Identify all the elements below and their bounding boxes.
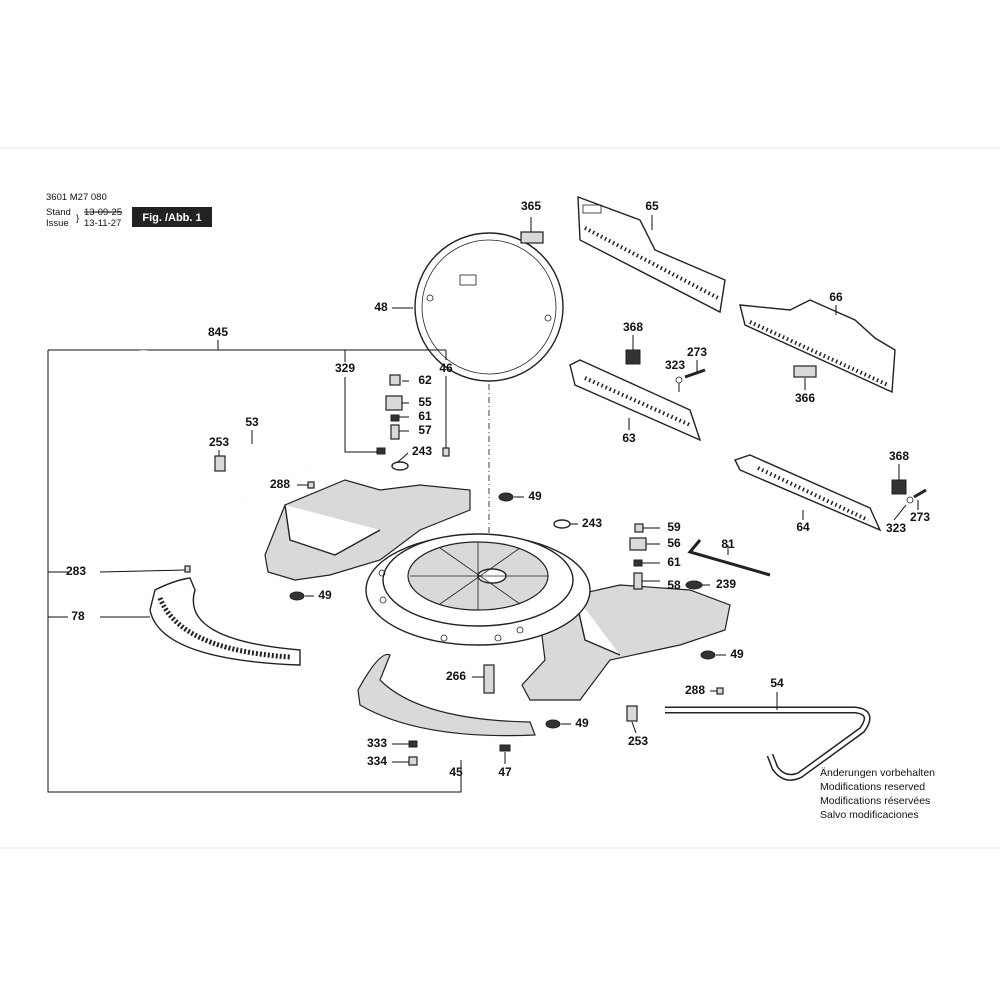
base-table <box>264 479 731 701</box>
callout-323: 323 <box>665 358 685 372</box>
fence-part-65 <box>577 195 726 314</box>
callout-253: 253 <box>209 435 229 449</box>
stand-label: Stand <box>46 207 71 218</box>
callout-333: 333 <box>367 736 387 750</box>
callout-288: 288 <box>685 683 705 697</box>
fence-part-63 <box>569 359 702 442</box>
callout-45: 45 <box>449 765 463 779</box>
callout-61: 61 <box>418 409 432 423</box>
fence-part-66 <box>739 299 896 394</box>
note-line-de: Änderungen vorbehalten <box>820 767 935 779</box>
callout-65: 65 <box>645 199 659 213</box>
callout-253: 253 <box>628 734 648 748</box>
callout-323: 323 <box>886 521 906 535</box>
note-line-es: Salvo modificaciones <box>820 809 919 821</box>
hardware-parts <box>184 231 927 766</box>
callout-64: 64 <box>796 520 810 534</box>
callout-334: 334 <box>367 754 387 768</box>
issue-label: Issue <box>46 218 69 229</box>
callout-283: 283 <box>66 564 86 578</box>
note-line-fr: Modifications réservées <box>820 795 930 807</box>
header-block: 3601 M27 080 Stand Issue } 13-09-25 13-1… <box>46 192 212 229</box>
callout-845: 845 <box>208 325 228 339</box>
callout-273: 273 <box>910 510 930 524</box>
callout-53: 53 <box>245 415 259 429</box>
callout-55: 55 <box>418 395 432 409</box>
callout-366: 366 <box>795 391 815 405</box>
callout-243: 243 <box>582 516 602 530</box>
allen-key-part-81 <box>687 539 771 577</box>
callout-62: 62 <box>418 373 432 387</box>
callout-56: 56 <box>667 536 681 550</box>
assembly-frame-845 <box>47 340 462 793</box>
callout-329: 329 <box>335 361 355 375</box>
callout-49: 49 <box>318 588 332 602</box>
ring-part-48 <box>414 232 564 382</box>
fence-part-64 <box>734 454 882 532</box>
segment-part-45 <box>357 653 536 737</box>
callout-59: 59 <box>667 520 681 534</box>
slide-bar-part-54 <box>665 706 871 781</box>
callout-239: 239 <box>716 577 736 591</box>
part-number: 3601 M27 080 <box>46 192 107 203</box>
callout-273: 273 <box>687 345 707 359</box>
figure-label: Fig. /Abb. 1 <box>142 212 201 224</box>
callout-63: 63 <box>622 431 636 445</box>
modification-note: Änderungen vorbehalten Modifications res… <box>820 767 935 821</box>
callout-57: 57 <box>418 423 432 437</box>
callout-47: 47 <box>498 765 512 779</box>
callout-49: 49 <box>730 647 744 661</box>
callout-49: 49 <box>575 716 589 730</box>
figure-label-box <box>132 207 212 227</box>
callout-61: 61 <box>667 555 681 569</box>
callout-49: 49 <box>528 489 542 503</box>
callout-243: 243 <box>412 444 432 458</box>
callout-368: 368 <box>623 320 643 334</box>
callout-365: 365 <box>521 199 541 213</box>
callout-46: 46 <box>439 361 453 375</box>
callout-54: 54 <box>770 676 784 690</box>
callout-288: 288 <box>270 477 290 491</box>
miter-scale-part-78 <box>149 577 301 666</box>
slide-bar-part-53 <box>56 350 309 502</box>
callout-66: 66 <box>829 290 843 304</box>
leader-lines <box>48 215 919 764</box>
note-line-en: Modifications reserved <box>820 781 925 793</box>
callout-368: 368 <box>889 449 909 463</box>
stand-date: 13-09-25 <box>84 207 122 218</box>
brace-glyph: } <box>76 213 79 224</box>
callout-81: 81 <box>721 537 735 551</box>
callout-58: 58 <box>667 578 681 592</box>
callout-78: 78 <box>71 609 85 623</box>
callout-266: 266 <box>446 669 466 683</box>
callout-48: 48 <box>374 300 388 314</box>
issue-date: 13-11-27 <box>84 218 121 229</box>
callout-labels: 365 65 48 66 366 845 329 46 62 55 61 57 … <box>66 199 930 779</box>
